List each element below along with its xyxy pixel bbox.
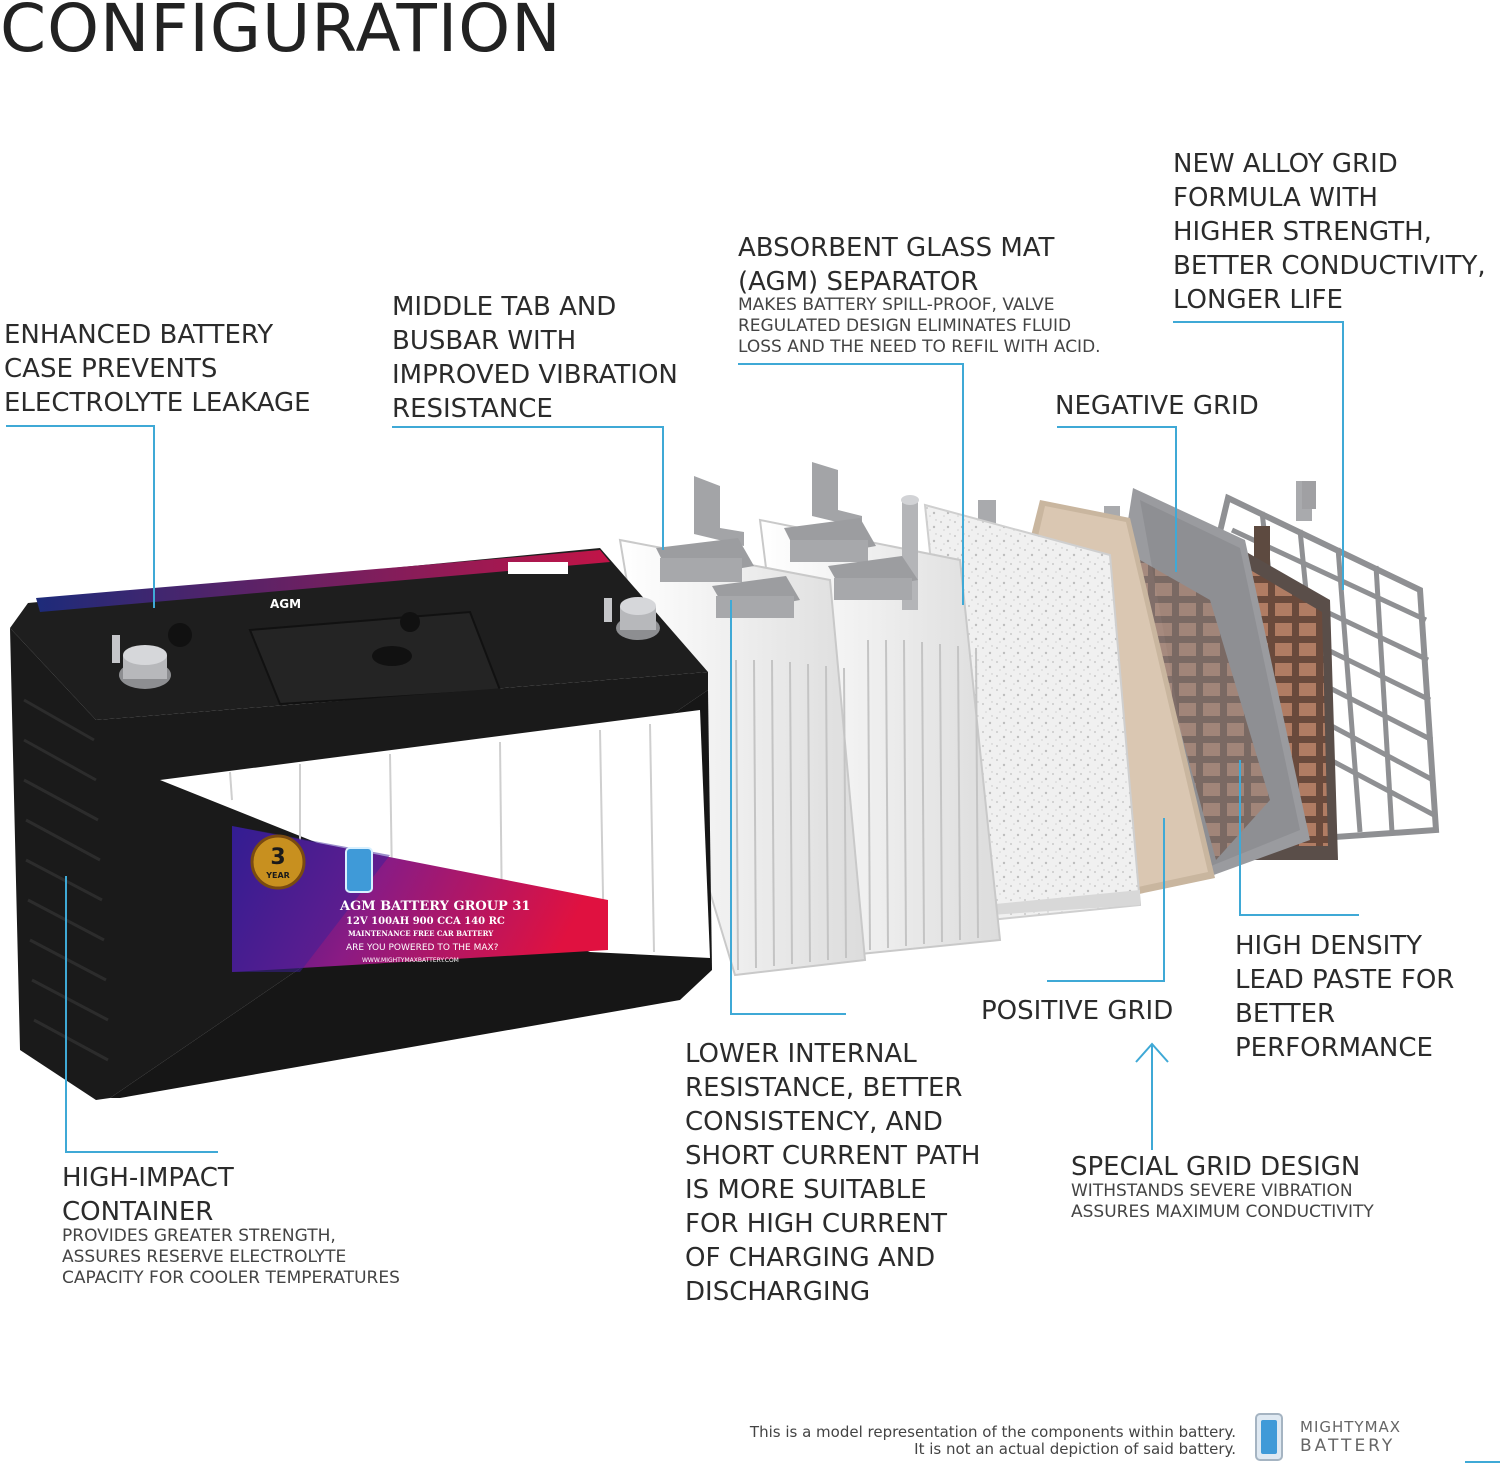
label-group: AGM BATTERY GROUP 31 bbox=[339, 899, 530, 914]
label-agm-title: ABSORBENT GLASS MAT (AGM) SEPARATOR bbox=[738, 233, 1055, 297]
top-agm-text: AGM bbox=[270, 597, 301, 611]
battery-front-label: 3 YEAR AGM BATTERY GROUP 31 12V 100AH 90… bbox=[232, 826, 608, 972]
arrow-special-icon bbox=[1135, 1042, 1169, 1063]
label-alloy-grid: NEW ALLOY GRID FORMULA WITH HIGHER STREN… bbox=[1173, 149, 1486, 315]
label-slogan: ARE YOU POWERED TO THE MAX? bbox=[346, 943, 499, 953]
label-special-grid-sub: WITHSTANDS SEVERE VIBRATION ASSURES MAXI… bbox=[1071, 1181, 1374, 1222]
leader-case bbox=[6, 425, 155, 608]
label-agm-sub: MAKES BATTERY SPILL-PROOF, VALVE REGULAT… bbox=[738, 295, 1101, 357]
label-high-impact: HIGH-IMPACT CONTAINER bbox=[62, 1163, 234, 1227]
terminal-left bbox=[112, 635, 171, 689]
leader-agm bbox=[738, 363, 964, 605]
label-positive-grid: POSITIVE GRID bbox=[981, 996, 1174, 1026]
label-enhanced-case: ENHANCED BATTERY CASE PREVENTS ELECTROLY… bbox=[4, 320, 311, 418]
battery: AGM bbox=[10, 548, 712, 1100]
leader-alloy bbox=[1173, 321, 1344, 590]
leader-negative bbox=[1057, 426, 1177, 572]
warranty-number: 3 bbox=[270, 845, 285, 870]
label-spec: 12V 100AH 900 CCA 140 RC bbox=[346, 916, 505, 927]
leader-density bbox=[1239, 760, 1359, 916]
leader-middle-tab bbox=[392, 426, 664, 550]
label-negative-grid: NEGATIVE GRID bbox=[1055, 391, 1259, 421]
negative-grid bbox=[1128, 481, 1338, 880]
page-title: CONFIGURATION bbox=[0, 0, 562, 67]
leader-container bbox=[65, 876, 218, 1153]
brand-name-bottom: BATTERY bbox=[1300, 1436, 1396, 1456]
label-lower-resistance: LOWER INTERNAL RESISTANCE, BETTER CONSIS… bbox=[685, 1039, 981, 1307]
warranty-word: YEAR bbox=[265, 871, 290, 880]
terminal-right bbox=[604, 597, 660, 640]
leader-positive bbox=[1047, 818, 1165, 982]
brand-name-top: MIGHTYMAX bbox=[1300, 1418, 1402, 1436]
battery-logo-icon bbox=[345, 847, 373, 893]
label-high-density: HIGH DENSITY LEAD PASTE FOR BETTER PERFO… bbox=[1235, 931, 1455, 1063]
leader-resistance bbox=[730, 600, 846, 1015]
label-high-impact-sub: PROVIDES GREATER STRENGTH, ASSURES RESER… bbox=[62, 1226, 400, 1288]
label-free: MAINTENANCE FREE CAR BATTERY bbox=[348, 929, 494, 938]
label-middle-tab: MIDDLE TAB AND BUSBAR WITH IMPROVED VIBR… bbox=[392, 292, 678, 424]
mightymax-logo bbox=[1255, 1413, 1283, 1461]
footer-disclaimer: This is a model representation of the co… bbox=[749, 1423, 1236, 1458]
leader-lines bbox=[6, 321, 1500, 1463]
label-url: WWW.MIGHTYMAXBATTERY.COM bbox=[362, 957, 459, 964]
label-special-grid: SPECIAL GRID DESIGN bbox=[1071, 1152, 1361, 1182]
